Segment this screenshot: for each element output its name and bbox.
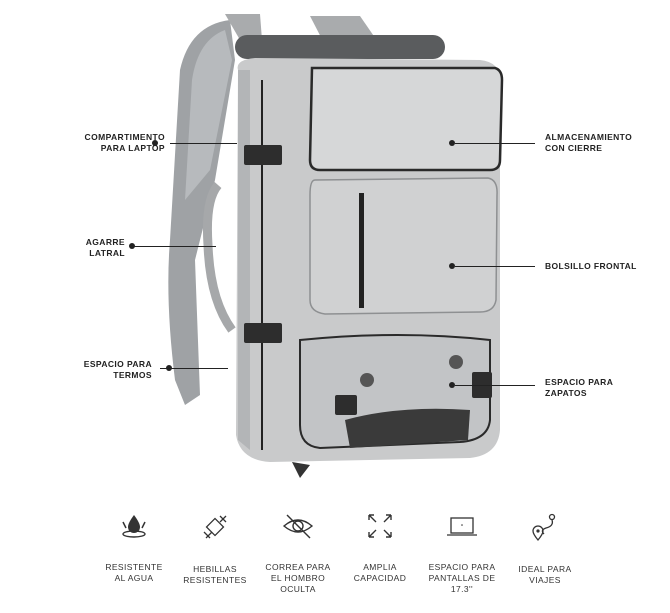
laptop-icon: [447, 517, 477, 536]
feature-text: CAPACIDAD: [353, 573, 407, 583]
feature-text: AMPLIA: [363, 562, 397, 572]
hidden-eye-icon: [282, 514, 314, 539]
callout-dot: [152, 140, 158, 146]
callout-shoe-space: ESPACIO PARA ZAPATOS: [545, 377, 613, 399]
feature-text: AL AGUA: [114, 573, 154, 583]
callout-line: [170, 143, 237, 144]
feature-text: PANTALLAS DE: [428, 573, 496, 583]
callout-text: ESPACIO PARA: [545, 377, 614, 387]
callout-laptop-compartment: COMPARTIMENTO PARA LAPTOP: [40, 132, 165, 154]
feature-text: CORREA PARA: [265, 562, 331, 572]
expand-icon: [368, 514, 392, 538]
callout-text: COMPARTIMENTO: [84, 132, 165, 142]
callout-text: ALMACENAMIENTO: [545, 132, 633, 142]
feature-text: HEBILLAS: [193, 564, 237, 574]
callout-zip-storage: ALMACENAMIENTO CON CIERRE: [545, 132, 632, 154]
callout-dot: [129, 243, 135, 249]
callout-text: CON CIERRE: [545, 143, 603, 153]
backpack-illustration: [168, 14, 504, 478]
water-drop-icon: [122, 515, 146, 538]
callout-side-handle: AGARRE LATRAL: [40, 237, 125, 259]
callout-text: PARA LAPTOP: [100, 143, 165, 153]
feature-text: RESISTENTES: [183, 575, 247, 585]
callout-line: [455, 266, 535, 267]
callout-text: TERMOS: [113, 370, 152, 380]
feature-text: ESPACIO PARA: [428, 562, 496, 572]
callout-dot: [449, 140, 455, 146]
feature-text: VIAJES: [529, 575, 561, 585]
callout-front-pocket: BOLSILLO FRONTAL: [545, 261, 637, 272]
callout-dot: [166, 365, 172, 371]
callout-text: AGARRE: [85, 237, 125, 247]
feature-text: OCULTA: [280, 584, 316, 594]
buckle-icon: [203, 515, 227, 539]
callout-line: [455, 385, 535, 386]
callout-dot: [449, 382, 455, 388]
callout-text: ZAPATOS: [545, 388, 587, 398]
callout-text: ESPACIO PARA: [83, 359, 152, 369]
callout-thermos-space: ESPACIO PARA TERMOS: [40, 359, 152, 381]
feature-text: EL HOMBRO: [270, 573, 326, 583]
callout-text: BOLSILLO FRONTAL: [545, 261, 637, 271]
callout-line: [455, 143, 535, 144]
callout-text: LATRAL: [89, 248, 125, 258]
callout-dot: [449, 263, 455, 269]
route-pin-icon: [532, 513, 556, 542]
callout-line: [160, 368, 228, 369]
feature-text: IDEAL PARA: [518, 564, 572, 574]
feature-text: 17.3'': [450, 584, 474, 594]
feature-text: RESISTENTE: [105, 562, 163, 572]
callout-line: [132, 246, 216, 247]
